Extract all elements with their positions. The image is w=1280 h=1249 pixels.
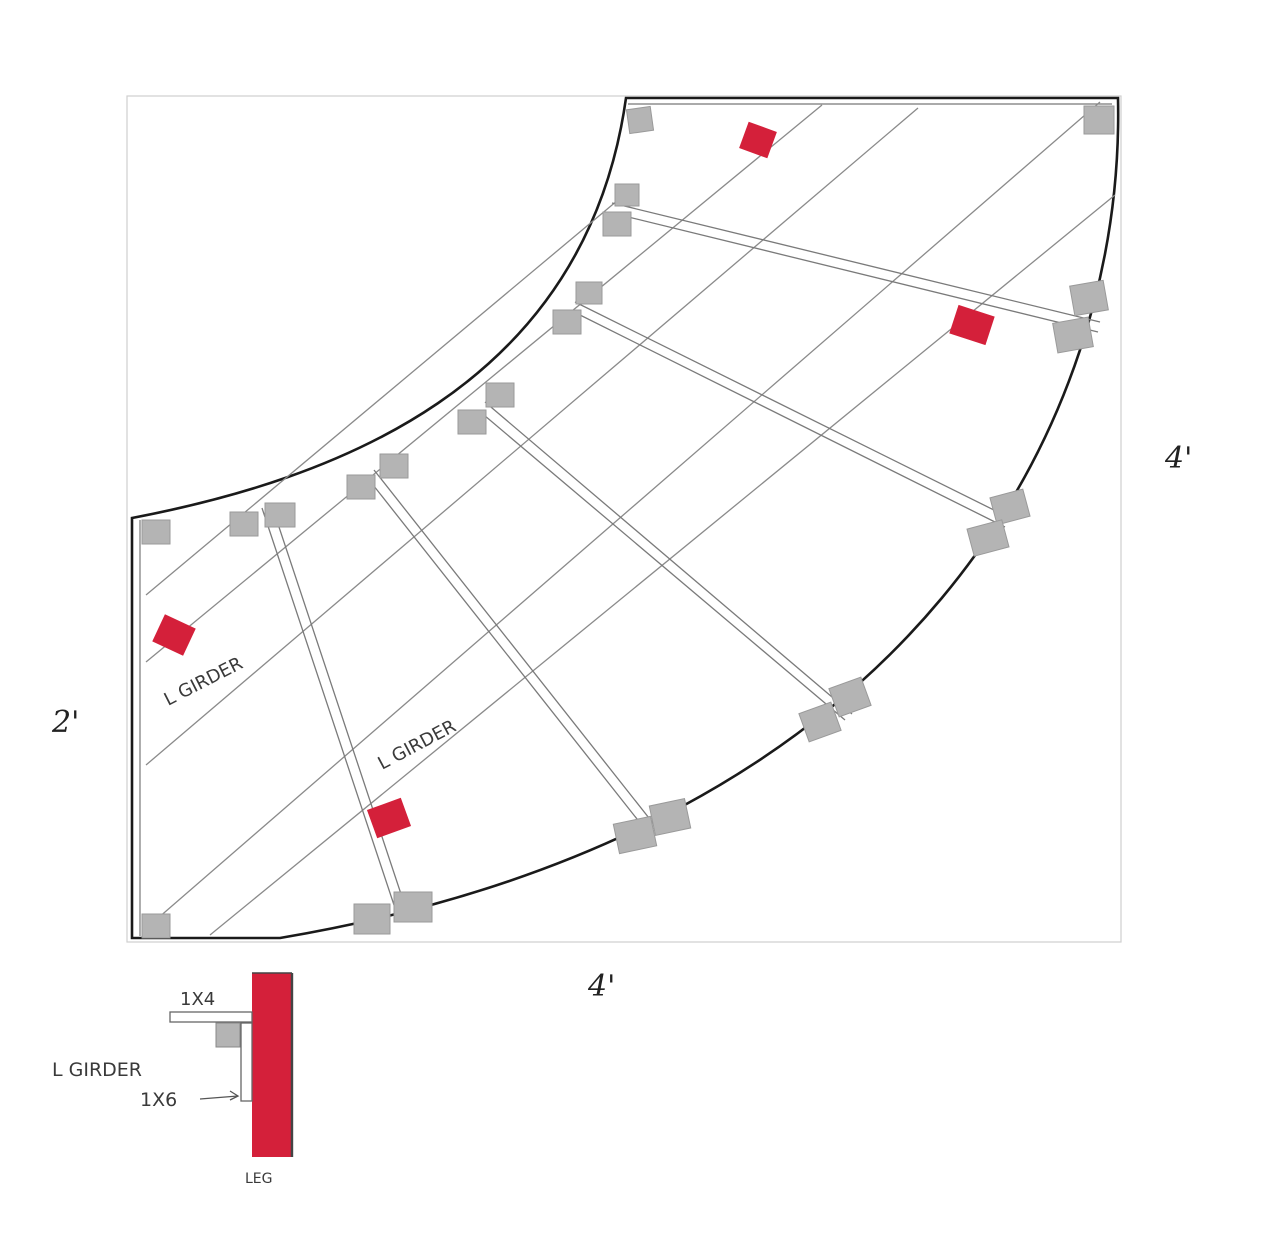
reference-square [126, 95, 1122, 943]
pointer-arrow [199, 1095, 239, 1100]
label-l-girder: L GIRDER [52, 1059, 142, 1081]
detail-block [215, 1022, 241, 1048]
dimension-right: 4' [1164, 441, 1192, 476]
radial-crossmembers [261, 202, 1101, 909]
grey-blocks [141, 105, 1115, 939]
leg-post [252, 973, 292, 1157]
leg-marker [949, 304, 995, 346]
cross-section-detail: 1X4 L GIRDER 1X6 LEG [52, 972, 294, 1187]
label-1x4: 1X4 [180, 989, 215, 1010]
dimension-bottom: 4' [587, 969, 615, 1004]
dimension-left: 2' [51, 705, 79, 740]
girder-label-1: L GIRDER [161, 653, 247, 710]
top-board-1x4 [169, 1011, 253, 1023]
leg-marker [366, 797, 412, 839]
leg-markers [152, 121, 995, 839]
leg-marker [739, 121, 777, 159]
leg-marker [152, 614, 196, 656]
label-1x6: 1X6 [140, 1089, 177, 1111]
label-leg: LEG [245, 1171, 273, 1187]
girder-board-1x6 [240, 1022, 253, 1102]
